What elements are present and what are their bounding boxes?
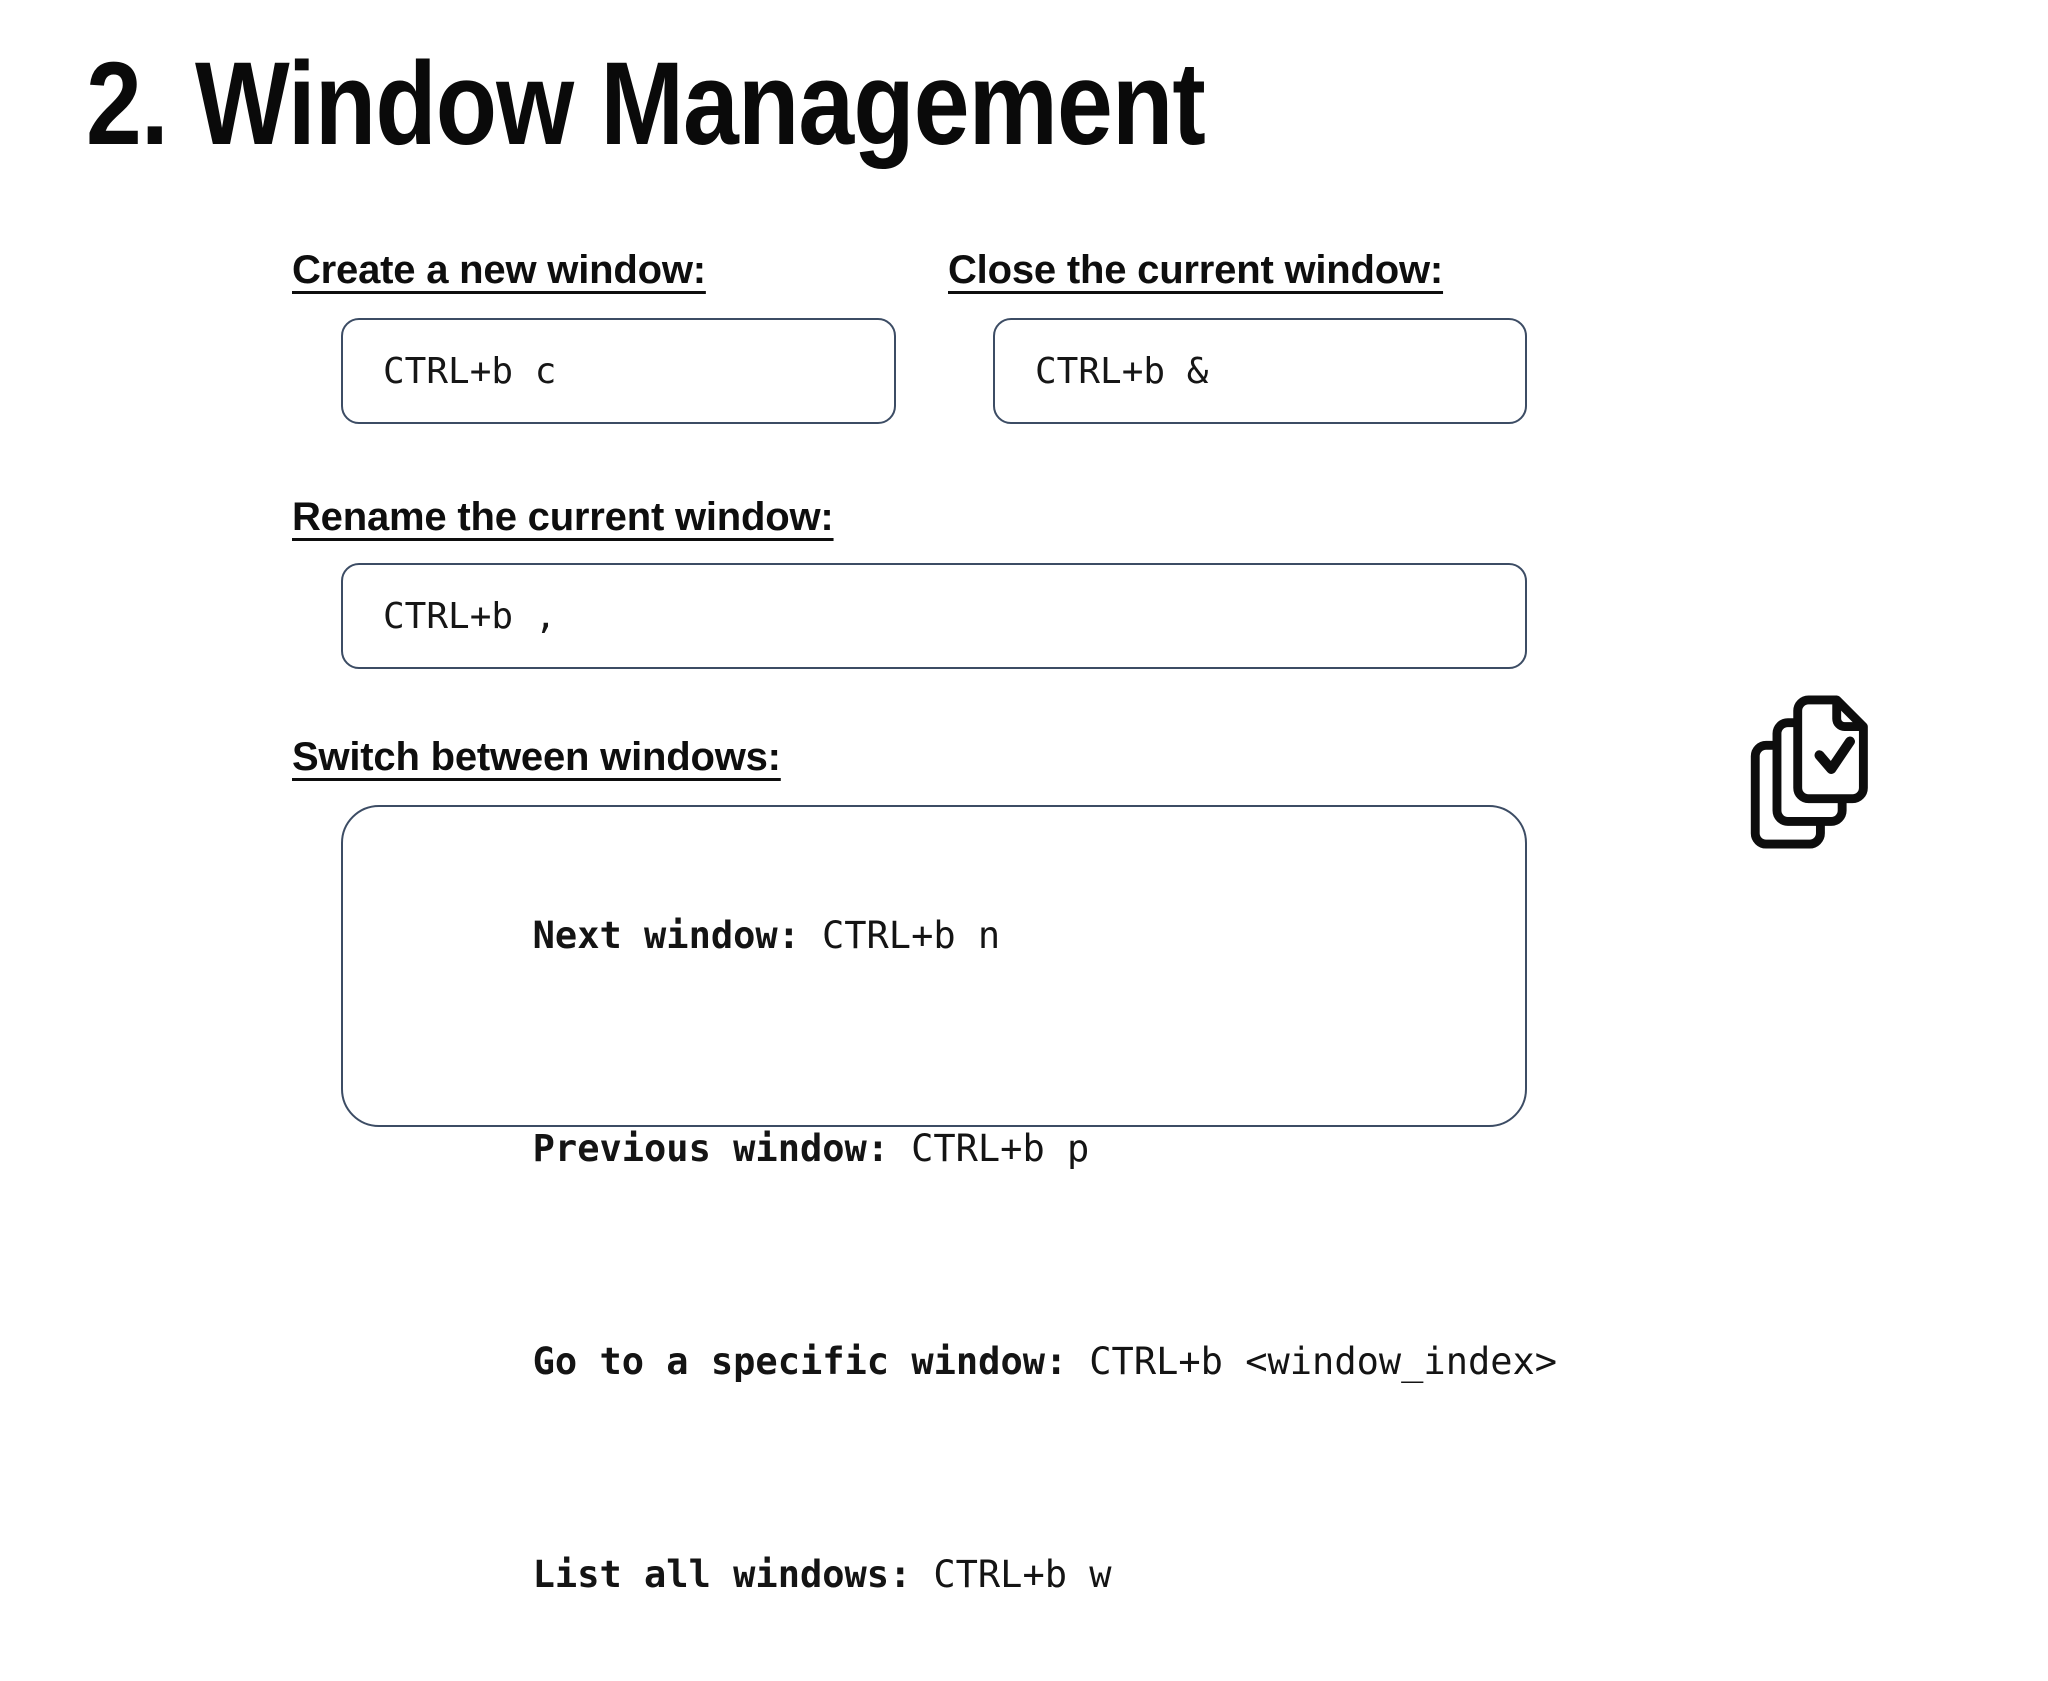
shortcut-box-create-window: CTRL+b c <box>341 318 896 424</box>
shortcut-keys: CTRL+b n <box>821 914 1001 957</box>
section-label-switch-windows: Switch between windows: <box>292 735 781 779</box>
section-label-close-window: Close the current window: <box>948 248 1444 292</box>
section-label-rename-window: Rename the current window: <box>292 495 834 539</box>
shortcut-keys: CTRL+b p <box>911 1127 1090 1170</box>
documents-check-icon <box>1750 695 1868 849</box>
shortcut-keys-close-window: CTRL+b & <box>1035 350 1209 392</box>
shortcut-line-next-window: Next window: CTRL+b n <box>399 829 1525 1042</box>
shortcut-line-previous-window: Previous window: CTRL+b p <box>399 1042 1525 1255</box>
shortcut-box-rename-window: CTRL+b , <box>341 563 1527 669</box>
shortcut-box-switch-windows: Next window: CTRL+b n Previous window: CTR… <box>341 805 1557 1596</box>
section-label-create-window: Create a new window: <box>292 248 706 292</box>
shortcut-line-goto-window: Go to a specific window: CTRL+b <window_i… <box>399 1255 1557 1468</box>
shortcut-action-label: Next window: <box>532 914 800 957</box>
page-title: 2. Window Management <box>86 38 1206 170</box>
shortcut-keys: CTRL+b w <box>933 1553 1112 1596</box>
shortcut-action-label: Go to a specific window: <box>532 1340 1068 1383</box>
shortcut-keys: CTRL+b <window_index> <box>1089 1340 1558 1383</box>
shortcut-keys-create-window: CTRL+b c <box>383 350 557 392</box>
top-page-shape <box>1793 695 1868 804</box>
checkmark-glyph <box>1814 736 1855 774</box>
shortcut-line-list-windows: List all windows: CTRL+b w <box>399 1468 1525 1681</box>
shortcut-action-label: Previous window: <box>532 1127 890 1170</box>
page-fold-line <box>1832 696 1867 732</box>
shortcut-box-close-window: CTRL+b & <box>993 318 1527 424</box>
shortcut-action-label: List all windows: <box>532 1553 912 1596</box>
shortcut-keys-rename-window: CTRL+b , <box>383 595 557 637</box>
slide-canvas: 2. Window Management Create a new window… <box>86 38 1868 1596</box>
